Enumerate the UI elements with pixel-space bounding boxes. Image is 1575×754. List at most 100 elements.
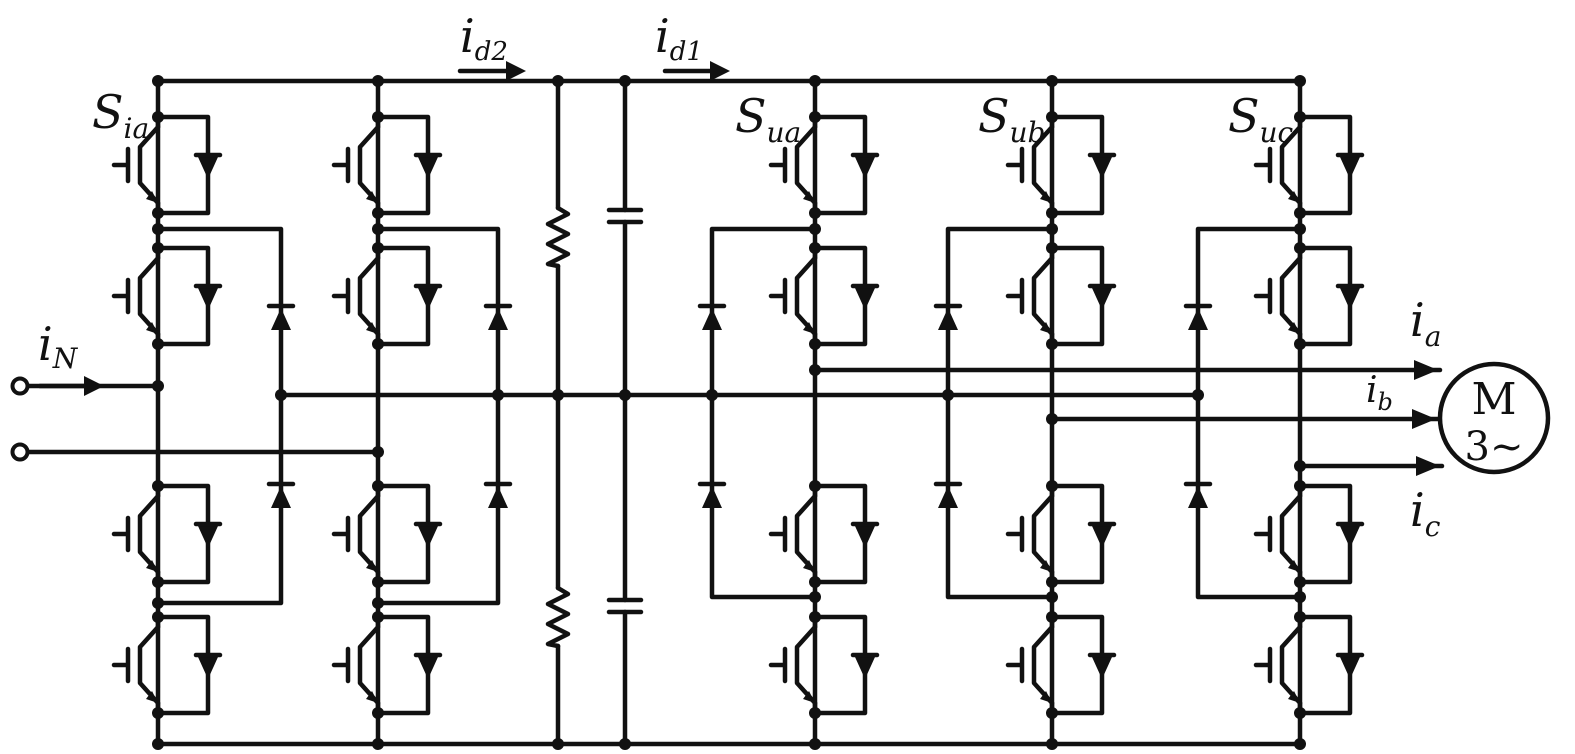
output-junction-dot (1046, 413, 1058, 425)
junction-dot (1294, 576, 1306, 588)
junction-dot (152, 75, 164, 87)
junction-dot (1294, 338, 1306, 350)
switch-cell-2 (1256, 248, 1362, 344)
arrow-ib (1412, 409, 1436, 429)
junction-dot (552, 75, 564, 87)
junction-dot (619, 738, 631, 750)
label-sia: Sia (92, 85, 149, 145)
converter-legs (114, 78, 1362, 747)
switch-cell-4 (114, 617, 220, 713)
junction-dot (1294, 242, 1306, 254)
switch-cell-3 (114, 486, 220, 582)
junction-dot (372, 611, 384, 623)
leg-rect-b (334, 78, 510, 747)
junction-dot (809, 242, 821, 254)
output-junction-dot (372, 446, 384, 458)
junction-dot (1046, 207, 1058, 219)
neutral-junction-dot (275, 389, 287, 401)
clamp-diode-lower (269, 484, 293, 508)
junction-dot (809, 480, 821, 492)
switch-cell-2 (334, 248, 440, 344)
junction-dot (372, 242, 384, 254)
junction-dot (372, 223, 384, 235)
clamp-diode-lower (1186, 484, 1210, 508)
junction-dot (372, 207, 384, 219)
lower-capacitor (609, 600, 641, 612)
neutral-junction-dot (492, 389, 504, 401)
switch-cell-3 (771, 486, 877, 582)
junction-dot (1294, 611, 1306, 623)
junction-dot (372, 75, 384, 87)
arrow-ic (1416, 456, 1440, 476)
switch-cell-4 (1256, 617, 1362, 713)
label-ia: ia (1410, 293, 1441, 353)
junction-dot (809, 576, 821, 588)
switch-cell-3 (1256, 486, 1362, 582)
motor-label-m: M (1471, 374, 1516, 425)
junction-dot (1046, 480, 1058, 492)
output-junction-dot (809, 364, 821, 376)
junction-dot (152, 707, 164, 719)
switch-cell-2 (1008, 248, 1114, 344)
junction-dot (552, 389, 564, 401)
clamp-diode-lower (486, 484, 510, 508)
junction-dot (372, 338, 384, 350)
arrow-ia (1414, 360, 1438, 380)
switch-cell-3 (1008, 486, 1114, 582)
junction-dot (152, 576, 164, 588)
motor-circle (1437, 361, 1551, 475)
label-id1: id1 (655, 9, 703, 67)
junction-dot (809, 75, 821, 87)
clamp-wires (375, 226, 501, 606)
current-arrows (37, 61, 1440, 476)
label-id2: id2 (460, 9, 508, 67)
junction-dot (619, 389, 631, 401)
junction-dot (152, 597, 164, 609)
switch-cell-4 (1008, 617, 1114, 713)
junction-dot (1294, 223, 1306, 235)
junction-dot (372, 597, 384, 609)
junction-dot (372, 480, 384, 492)
output-junction-dot (1294, 460, 1306, 472)
junction-dot (152, 738, 164, 750)
junction-dot (152, 242, 164, 254)
motor-label-phases: 3~ (1465, 424, 1524, 470)
clamp-wires (709, 226, 818, 600)
junction-dot (809, 738, 821, 750)
switch-cell-1 (334, 117, 440, 213)
labels: id2 id1 iN Sia Sua Sub Suc ia ib ic (38, 9, 1441, 543)
label-sua: Sua (735, 89, 801, 149)
junction-dot (1046, 707, 1058, 719)
switch-cell-3 (334, 486, 440, 582)
junction-dot (372, 707, 384, 719)
neutral-junction-dot (1192, 389, 1204, 401)
switch-cell-4 (771, 617, 877, 713)
clamp-diode-lower (936, 484, 960, 508)
leg-inv-b (936, 78, 1114, 747)
junction-dot (1046, 75, 1058, 87)
junction-dots (152, 75, 1306, 750)
junction-dot (809, 207, 821, 219)
leg-rect-a (114, 78, 293, 747)
junction-dot (809, 111, 821, 123)
junction-dot (1046, 111, 1058, 123)
junction-dot (1294, 111, 1306, 123)
clamp-diode-upper (1186, 306, 1210, 330)
clamp-wires (945, 226, 1055, 600)
junction-dot (1046, 242, 1058, 254)
junction-dot (1294, 207, 1306, 219)
upper-capacitor (609, 210, 641, 222)
junction-dot (152, 111, 164, 123)
label-ic: ic (1410, 483, 1441, 543)
input-terminal-2 (10, 442, 30, 462)
junction-dot (1294, 707, 1306, 719)
switch-cell-2 (771, 248, 877, 344)
label-sub: Sub (978, 89, 1045, 149)
junction-dot (1046, 738, 1058, 750)
clamp-wires (1195, 226, 1303, 600)
label-suc: Suc (1228, 89, 1294, 149)
junction-dot (372, 738, 384, 750)
junction-dot (152, 338, 164, 350)
clamp-wires (155, 226, 284, 606)
